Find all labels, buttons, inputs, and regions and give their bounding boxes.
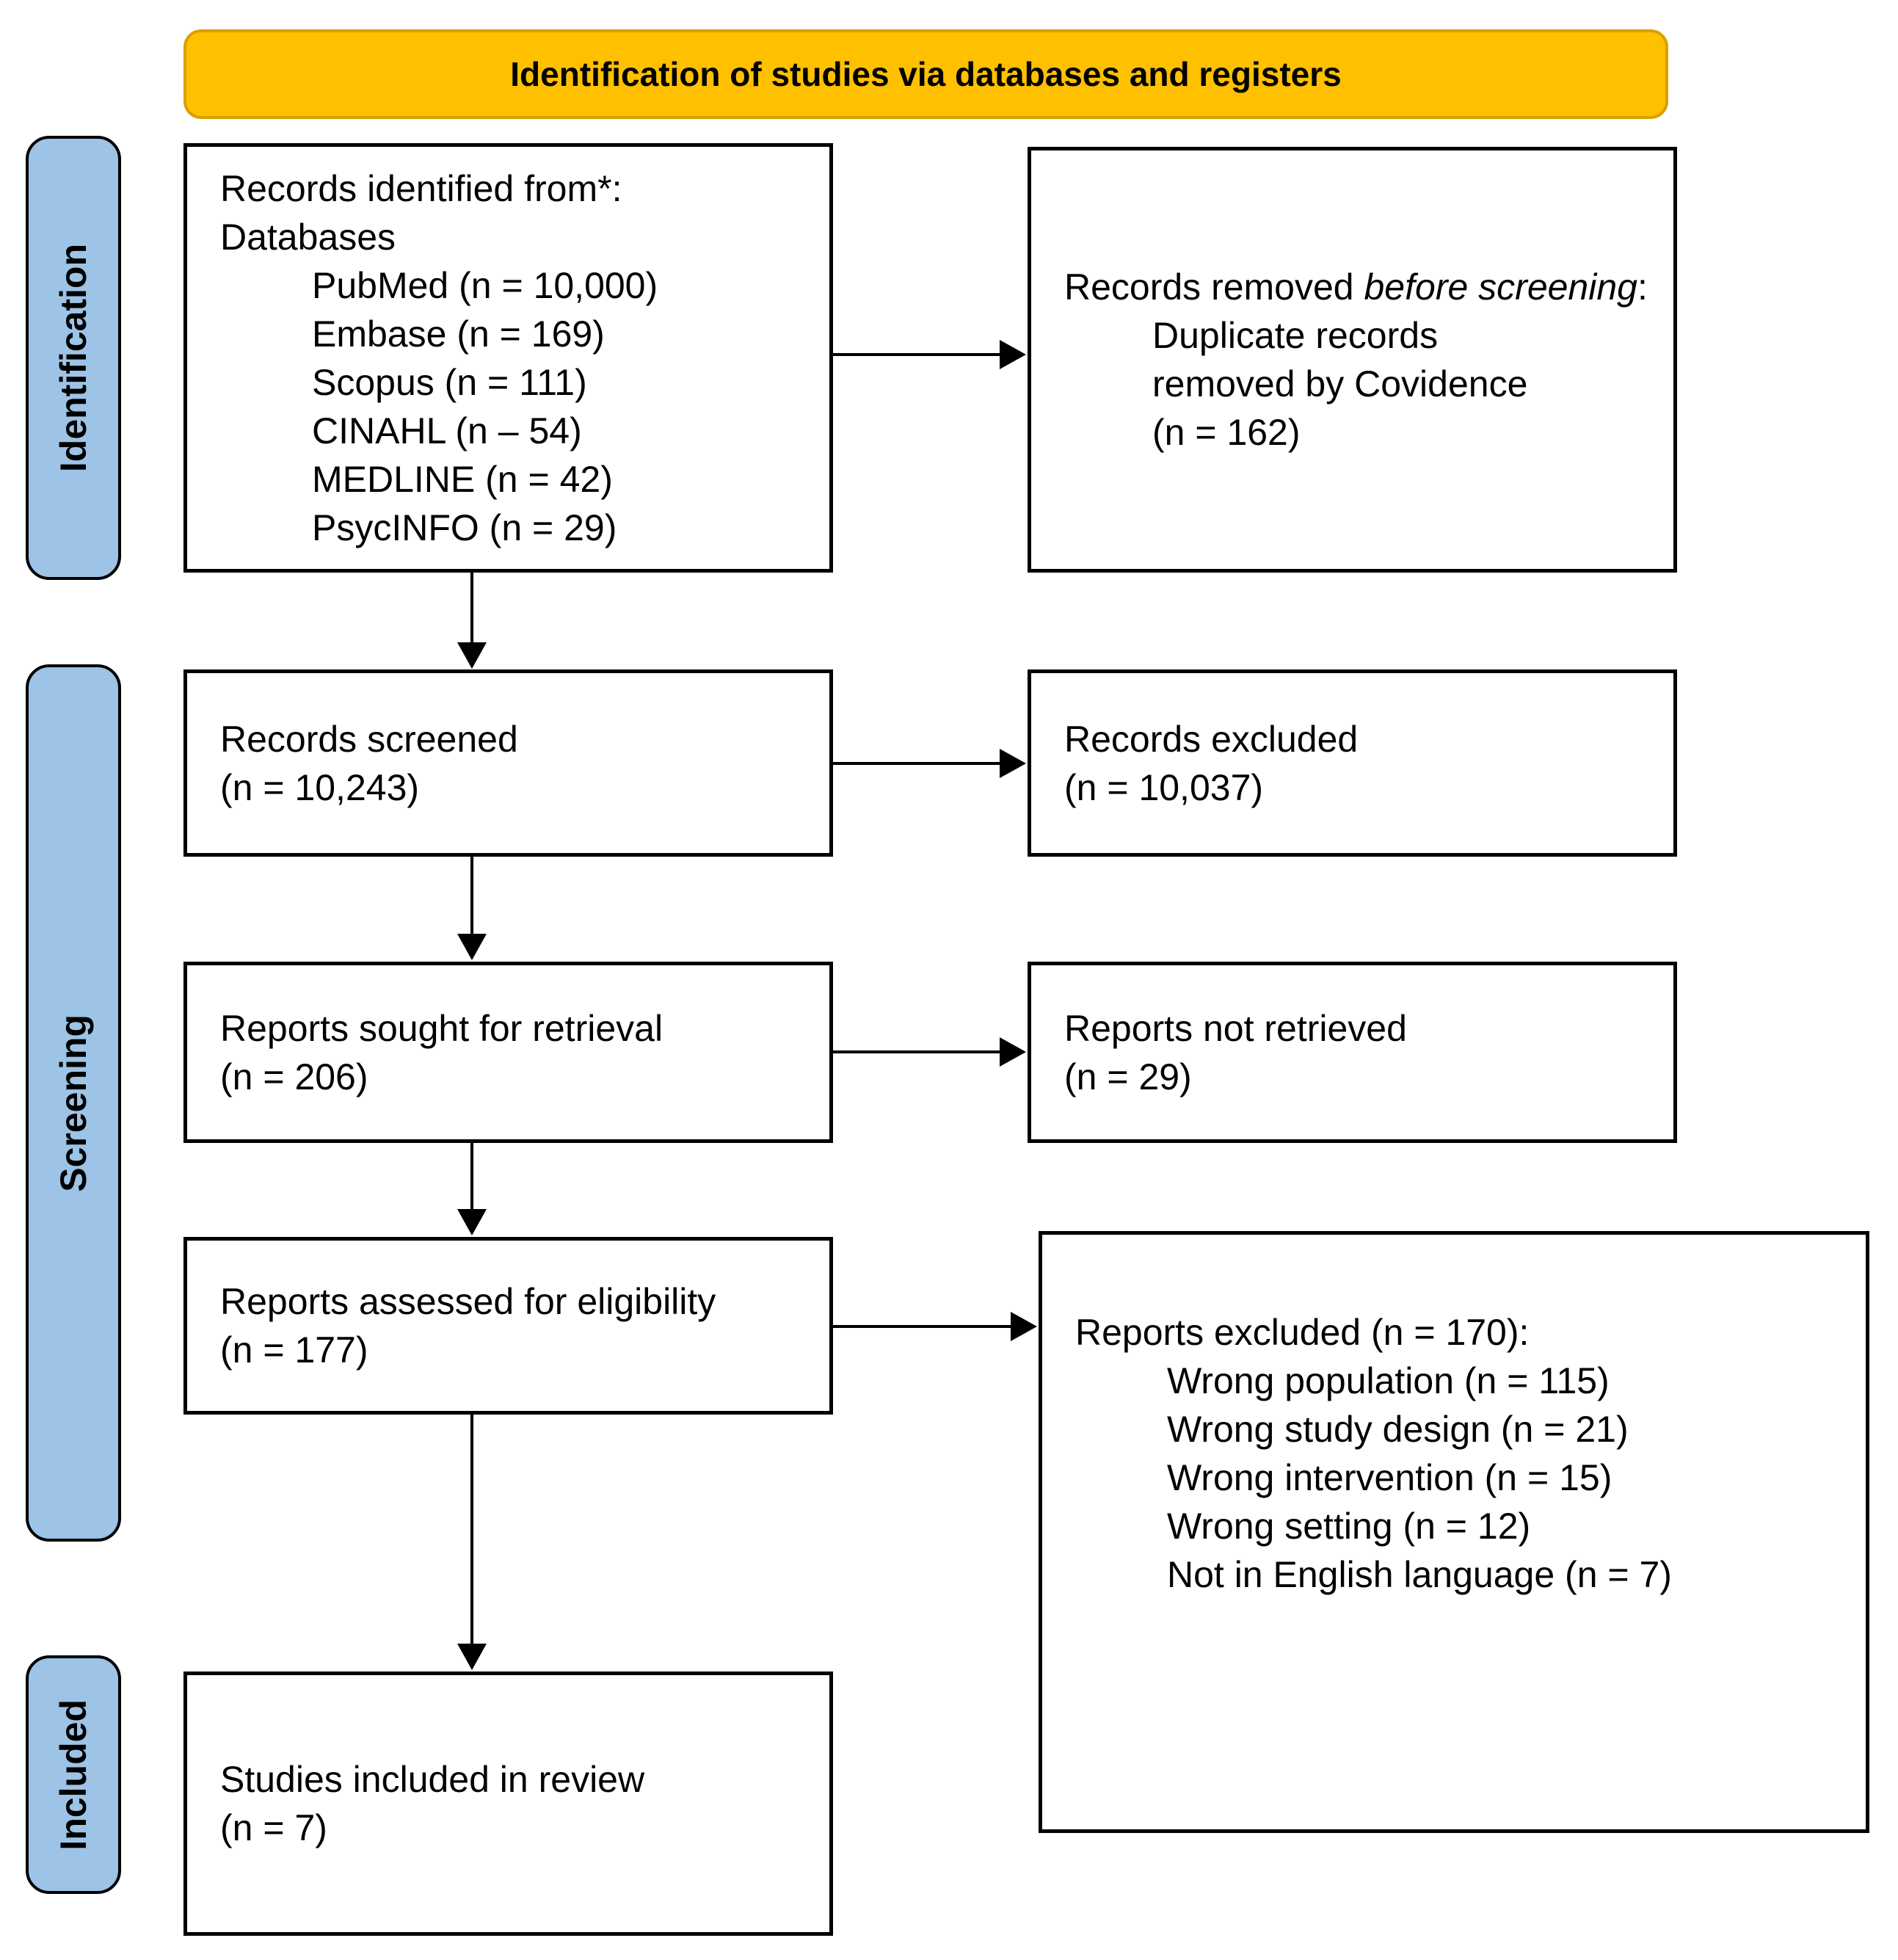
excluded-reason-wrong-setting: Wrong setting (n = 12) — [1167, 1506, 1531, 1547]
banner-label: Identification of studies via databases … — [510, 55, 1342, 93]
arrow-screened-to-sought — [470, 857, 473, 935]
records-removed-heading: Records removed before screening: — [1064, 263, 1651, 311]
database-count-pubmed: PubMed (n = 10,000) — [312, 264, 658, 306]
excluded-reason-not-english: Not in English language (n = 7) — [1167, 1554, 1672, 1595]
records-excluded-count: (n = 10,037) — [1064, 766, 1264, 808]
excluded-reason-wrong-study-design: Wrong study design (n = 21) — [1167, 1409, 1629, 1450]
reports-not-retrieved-count: (n = 29) — [1064, 1056, 1192, 1097]
arrow-assessed-to-included — [470, 1415, 473, 1645]
reports-sought-count: (n = 206) — [220, 1056, 368, 1097]
reports-sought-label: Reports sought for retrieval — [220, 1007, 663, 1049]
database-count-scopus: Scopus (n = 111) — [312, 361, 587, 403]
arrow-screened-to-excluded — [833, 762, 1001, 765]
stage-label-identification: Identification — [53, 243, 94, 473]
records-removed-suffix: : — [1637, 266, 1648, 308]
stage-label-included: Included — [53, 1699, 94, 1851]
arrow-assessed-to-reports-excluded — [833, 1325, 1012, 1328]
records-identified-subheading: Databases — [220, 216, 396, 258]
box-records-removed-before-screening: Records removed before screening: Duplic… — [1028, 147, 1677, 573]
stage-tab-identification: Identification — [26, 136, 121, 580]
box-reports-assessed: Reports assessed for eligibility (n = 17… — [183, 1237, 833, 1415]
reports-assessed-count: (n = 177) — [220, 1329, 368, 1371]
excluded-reason-wrong-population: Wrong population (n = 115) — [1167, 1360, 1610, 1401]
records-removed-italic-phrase: before screening — [1364, 266, 1637, 308]
stage-tab-included: Included — [26, 1655, 121, 1894]
stage-tab-screening: Screening — [26, 664, 121, 1542]
banner-identification-via-databases: Identification of studies via databases … — [183, 29, 1668, 119]
box-records-identified: Records identified from*: Databases PubM… — [183, 143, 833, 573]
database-count-embase: Embase (n = 169) — [312, 313, 605, 355]
box-studies-included: Studies included in review (n = 7) — [183, 1672, 833, 1936]
reports-not-retrieved-label: Reports not retrieved — [1064, 1007, 1407, 1049]
records-screened-count: (n = 10,243) — [220, 766, 420, 808]
records-excluded-label: Records excluded — [1064, 718, 1359, 760]
arrow-sought-to-not-retrieved — [833, 1050, 1001, 1053]
reports-excluded-heading: Reports excluded (n = 170): — [1075, 1312, 1530, 1353]
database-count-psycinfo: PsycINFO (n = 29) — [312, 507, 617, 548]
studies-included-count: (n = 7) — [220, 1807, 327, 1848]
excluded-reason-wrong-intervention: Wrong intervention (n = 15) — [1167, 1457, 1612, 1498]
database-count-cinahl: CINAHL (n – 54) — [312, 410, 582, 451]
duplicates-removed-item: Duplicate records removed by Covidence (… — [1152, 315, 1528, 453]
box-reports-not-retrieved: Reports not retrieved (n = 29) — [1028, 962, 1677, 1143]
arrow-sought-to-assessed — [470, 1143, 473, 1211]
arrow-identified-to-removed — [833, 353, 1001, 356]
stage-label-screening: Screening — [53, 1014, 94, 1192]
database-count-medline: MEDLINE (n = 42) — [312, 458, 613, 500]
records-screened-label: Records screened — [220, 718, 518, 760]
box-records-screened: Records screened (n = 10,243) — [183, 669, 833, 857]
box-reports-excluded-reasons: Reports excluded (n = 170): Wrong popula… — [1039, 1231, 1869, 1833]
records-identified-heading: Records identified from*: — [220, 167, 622, 209]
reports-assessed-label: Reports assessed for eligibility — [220, 1281, 716, 1322]
studies-included-label: Studies included in review — [220, 1759, 645, 1800]
arrow-identified-to-screened — [470, 573, 473, 644]
records-removed-prefix: Records removed — [1064, 266, 1364, 308]
box-reports-sought: Reports sought for retrieval (n = 206) — [183, 962, 833, 1143]
box-records-excluded: Records excluded (n = 10,037) — [1028, 669, 1677, 857]
